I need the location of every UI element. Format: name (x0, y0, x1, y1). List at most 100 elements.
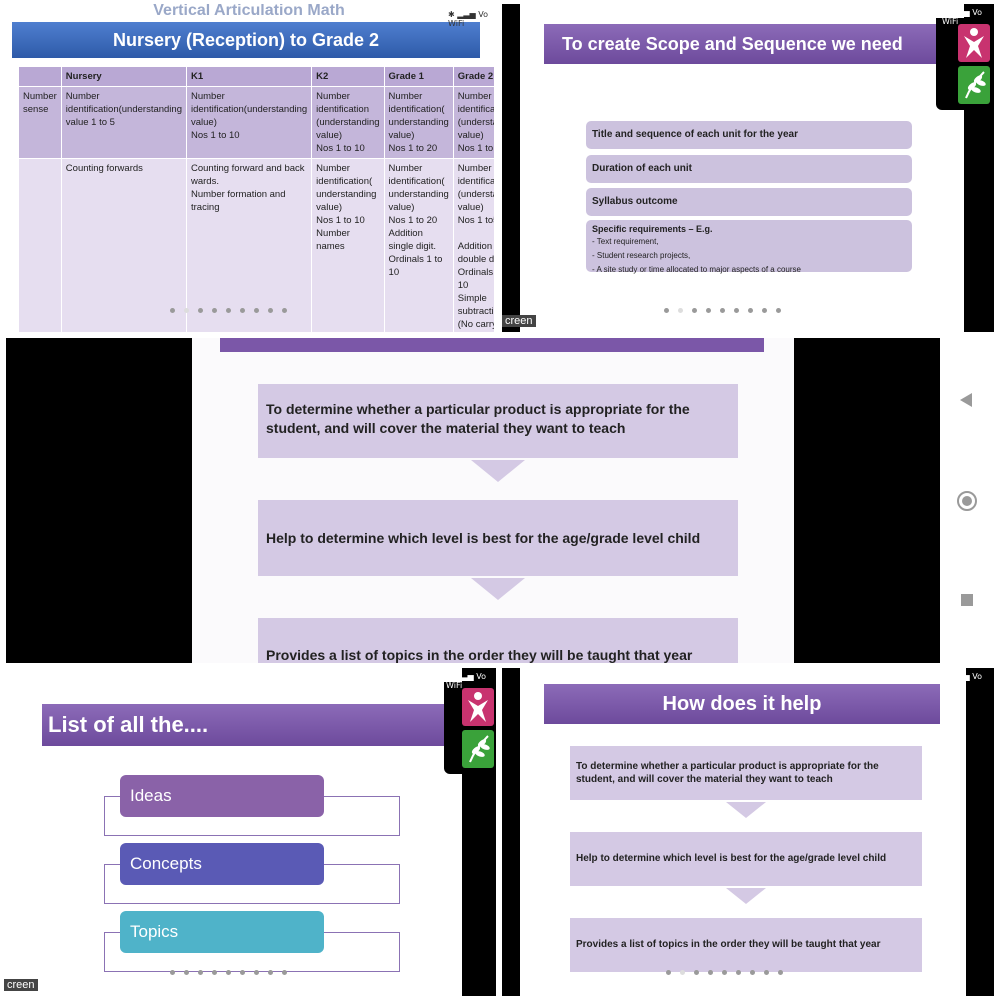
bluetooth-icon: ✱ (942, 672, 949, 681)
person-logo-icon[interactable] (462, 688, 494, 726)
specific-requirements: Specific requirements – E.g. - Text requ… (586, 220, 912, 274)
panel-how-it-helps-large: To determine whether a particular produc… (6, 338, 940, 663)
slide-title: How does it help (544, 684, 940, 724)
table-cell: Counting forwards (60, 158, 187, 332)
page-dot[interactable] (778, 970, 783, 975)
specific-item: - A site study or time allocated to majo… (592, 265, 801, 274)
flow-step: Help to determine which level is best fo… (258, 500, 738, 576)
page-dot[interactable] (664, 308, 669, 313)
page-dot[interactable] (764, 970, 769, 975)
page-dot[interactable] (226, 970, 231, 975)
articulation-table: Nursery K1 K2 Grade 1 Grade 2 Number sen… (18, 66, 494, 332)
page-dot[interactable] (254, 970, 259, 975)
wifi-calling-label: Vo WiFi (448, 10, 489, 28)
requirement-item: Title and sequence of each unit for the … (586, 121, 912, 149)
page-dot[interactable] (170, 308, 175, 313)
page-dot[interactable] (170, 970, 175, 975)
flow-step: To determine whether a particular produc… (258, 384, 738, 458)
slide-title: List of all the.... (42, 704, 454, 746)
panel-how-does-it-help: How does it help To determine whether a … (502, 668, 994, 996)
leaf-logo-icon[interactable] (958, 66, 990, 104)
panel-scope-sequence: To create Scope and Sequence we need Tit… (502, 4, 994, 332)
table-cell: Number identification(understanding valu… (185, 86, 313, 159)
page-dot[interactable] (212, 970, 217, 975)
table-cell: Counting forward and back wards. Number … (185, 158, 313, 332)
concepts-pill: Concepts (120, 843, 324, 885)
specific-item: - Student research projects, (592, 251, 691, 260)
signal-icon: ▂▃▅ (455, 672, 474, 681)
table-header (18, 66, 62, 87)
page-dot[interactable] (722, 970, 727, 975)
specific-title: Specific requirements – E.g. (592, 224, 713, 234)
table-cell: Number identification(understanding valu… (60, 86, 187, 159)
table-header: K1 (185, 66, 313, 87)
table-row: Counting forwards Counting forward and b… (18, 158, 494, 332)
page-dot[interactable] (198, 970, 203, 975)
slide-pagination[interactable] (666, 970, 783, 975)
slide-title: Nursery (Reception) to Grade 2 (12, 22, 480, 58)
slide-title-bar (220, 338, 764, 352)
panel-list-of-all: List of all the.... Ideas Concepts Topic… (4, 668, 496, 996)
page-dot[interactable] (254, 308, 259, 313)
requirement-item: Duration of each unit (586, 155, 912, 183)
page-dot[interactable] (776, 308, 781, 313)
page-dot[interactable] (282, 970, 287, 975)
home-nav-icon[interactable] (956, 490, 978, 517)
page-dot[interactable] (268, 970, 273, 975)
page-dot[interactable] (748, 308, 753, 313)
slide-pagination[interactable] (664, 308, 781, 313)
wifi-calling-label: Vo WiFi (942, 672, 983, 690)
page-dot[interactable] (694, 970, 699, 975)
page-dot[interactable] (692, 308, 697, 313)
bluetooth-icon: ✱ (448, 10, 455, 19)
flow-step: Provides a list of topics in the order t… (570, 918, 922, 972)
person-logo-icon[interactable] (958, 24, 990, 62)
ideas-pill: Ideas (120, 775, 324, 817)
screen-share-label: creen (4, 979, 38, 991)
bluetooth-icon: ✱ (942, 8, 949, 17)
page-dot-active[interactable] (678, 308, 683, 313)
bluetooth-icon: ✱ (446, 672, 453, 681)
page-dot[interactable] (184, 970, 189, 975)
requirement-item: Syllabus outcome (586, 188, 912, 216)
page-dot-active[interactable] (680, 970, 685, 975)
recents-nav-icon[interactable] (960, 593, 974, 612)
faded-title: Vertical Articulation Math (153, 4, 345, 19)
page-dot[interactable] (268, 308, 273, 313)
down-arrow-icon (726, 888, 766, 904)
table-cell: Number identification( understanding val… (311, 158, 385, 332)
page-dot[interactable] (198, 308, 203, 313)
page-dot[interactable] (240, 970, 245, 975)
down-arrow-icon (471, 578, 525, 600)
flow-step: Help to determine which level is best fo… (570, 832, 922, 886)
slide-pagination[interactable] (170, 970, 287, 975)
table-cell (18, 158, 62, 332)
flow-step: To determine whether a particular produc… (570, 746, 922, 800)
page-dot[interactable] (708, 970, 713, 975)
status-bar: ✱ ▂▃▅ Vo WiFi (942, 8, 994, 26)
slide-title: To create Scope and Sequence we need (544, 24, 940, 64)
back-nav-icon[interactable] (958, 392, 974, 413)
letterbox (502, 4, 520, 332)
page-dot[interactable] (240, 308, 245, 313)
slide-pagination[interactable] (170, 308, 287, 313)
leaf-logo-icon[interactable] (462, 730, 494, 768)
page-dot[interactable] (736, 970, 741, 975)
table-row: Number sense Number identification(under… (18, 86, 494, 159)
wifi-calling-label: Vo WiFi (942, 8, 983, 26)
page-dot[interactable] (706, 308, 711, 313)
table-cell: Number identification( understanding val… (383, 158, 454, 332)
page-dot[interactable] (734, 308, 739, 313)
letterbox (502, 668, 520, 996)
table-cell: Number identification (understanding val… (452, 158, 494, 332)
down-arrow-icon (471, 460, 525, 482)
page-dot[interactable] (212, 308, 217, 313)
page-dot[interactable] (226, 308, 231, 313)
specific-item: - Text requirement, (592, 237, 659, 246)
page-dot[interactable] (762, 308, 767, 313)
page-dot[interactable] (666, 970, 671, 975)
page-dot[interactable] (720, 308, 725, 313)
page-dot[interactable] (750, 970, 755, 975)
page-dot[interactable] (282, 308, 287, 313)
page-dot-active[interactable] (184, 308, 189, 313)
